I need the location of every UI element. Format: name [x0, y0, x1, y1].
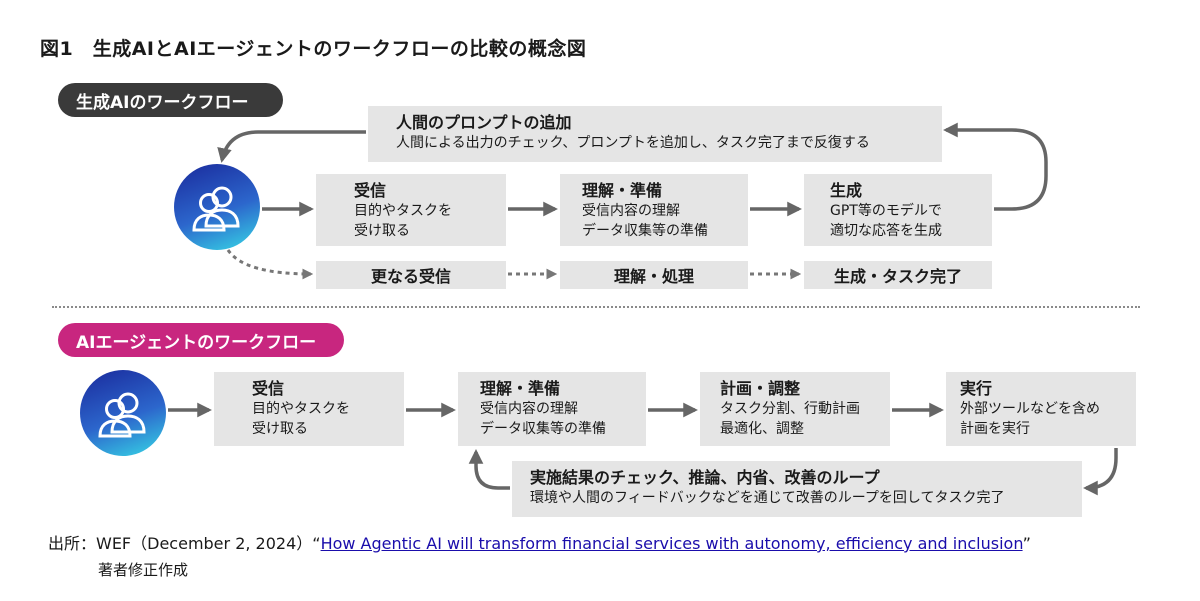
- agent-workflow-label: AIエージェントのワークフロー: [58, 323, 344, 357]
- agent-step-desc: 外部ツールなどを含め: [960, 401, 1100, 417]
- genai-step-desc: 目的やタスクを: [354, 203, 452, 219]
- genai-step-desc: 受信内容の理解: [582, 203, 680, 219]
- genai-substep: 更なる受信: [316, 261, 506, 289]
- agent-step-desc: タスク分割、行動計画: [720, 401, 860, 417]
- agent-step-title: 理解・準備: [480, 379, 561, 398]
- genai-substep: 理解・処理: [560, 261, 748, 289]
- agent-loop-desc: 環境や人間のフィードバックなどを通じて改善のループを回してタスク完了: [530, 490, 1005, 506]
- agent-step-understand: 理解・準備 受信内容の理解 データ収集等の準備: [458, 372, 646, 446]
- source-note: 著者修正作成: [98, 561, 189, 579]
- agent-step-desc: データ収集等の準備: [480, 421, 606, 437]
- source-suffix: ”: [1022, 534, 1031, 553]
- genai-step-desc: GPT等のモデルで: [830, 203, 942, 219]
- genai-loop-desc: 人間による出力のチェック、プロンプトを追加し、タスク完了まで反復する: [396, 135, 870, 151]
- agent-step-desc: 計画を実行: [960, 421, 1030, 437]
- source-line: 出所：WEF（December 2, 2024）“How Agentic AI …: [48, 530, 1031, 554]
- agent-step-desc: 目的やタスクを: [252, 401, 350, 417]
- source-prefix: 出所：WEF（December 2, 2024）“: [48, 534, 321, 553]
- source-link[interactable]: How Agentic AI will transform financial …: [320, 534, 1023, 553]
- agent-step-receive: 受信 目的やタスクを 受け取る: [214, 372, 404, 446]
- genai-step-title: 生成: [830, 181, 863, 200]
- genai-substep: 生成・タスク完了: [804, 261, 992, 289]
- genai-step-understand: 理解・準備 受信内容の理解 データ収集等の準備: [560, 174, 748, 246]
- genai-step-desc: 受け取る: [354, 223, 410, 239]
- users-icon: [98, 392, 146, 438]
- agent-step-title: 計画・調整: [720, 379, 801, 398]
- agent-loop-box: 実施結果のチェック、推論、内省、改善のループ 環境や人間のフィードバックなどを通…: [512, 461, 1082, 517]
- genai-step-desc: データ収集等の準備: [582, 223, 708, 239]
- genai-step-generate: 生成 GPT等のモデルで 適切な応答を生成: [804, 174, 992, 246]
- agent-step-desc: 最適化、調整: [720, 421, 804, 437]
- genai-loop-title: 人間のプロンプトの追加: [396, 113, 572, 132]
- agent-step-title: 実行: [960, 379, 993, 398]
- loop-arrow: [1083, 448, 1118, 496]
- loop-arrow: [468, 449, 510, 490]
- figure-title: 図1 生成AIとAIエージェントのワークフローの比較の概念図: [40, 38, 587, 60]
- genai-workflow-label: 生成AIのワークフロー: [58, 83, 283, 117]
- agent-loop-title: 実施結果のチェック、推論、内省、改善のループ: [530, 468, 880, 487]
- dotted-arrow: [226, 249, 314, 280]
- agent-step-desc: 受け取る: [252, 421, 308, 437]
- genai-step-title: 受信: [354, 181, 387, 200]
- genai-loop-box: 人間のプロンプトの追加 人間による出力のチェック、プロンプトを追加し、タスク完了…: [368, 106, 942, 162]
- user-avatar: [174, 164, 260, 250]
- agent-step-desc: 受信内容の理解: [480, 401, 578, 417]
- agent-step-plan: 計画・調整 タスク分割、行動計画 最適化、調整: [700, 372, 890, 446]
- user-avatar: [80, 370, 166, 456]
- genai-step-receive: 受信 目的やタスクを 受け取る: [316, 174, 506, 246]
- agent-step-execute: 実行 外部ツールなどを含め 計画を実行: [946, 372, 1136, 446]
- section-divider: [52, 306, 1140, 308]
- agent-step-title: 受信: [252, 379, 285, 398]
- users-icon: [192, 186, 240, 232]
- genai-step-title: 理解・準備: [582, 181, 663, 200]
- loop-arrow: [217, 130, 366, 163]
- loop-arrow: [943, 122, 1048, 211]
- genai-step-desc: 適切な応答を生成: [830, 223, 942, 239]
